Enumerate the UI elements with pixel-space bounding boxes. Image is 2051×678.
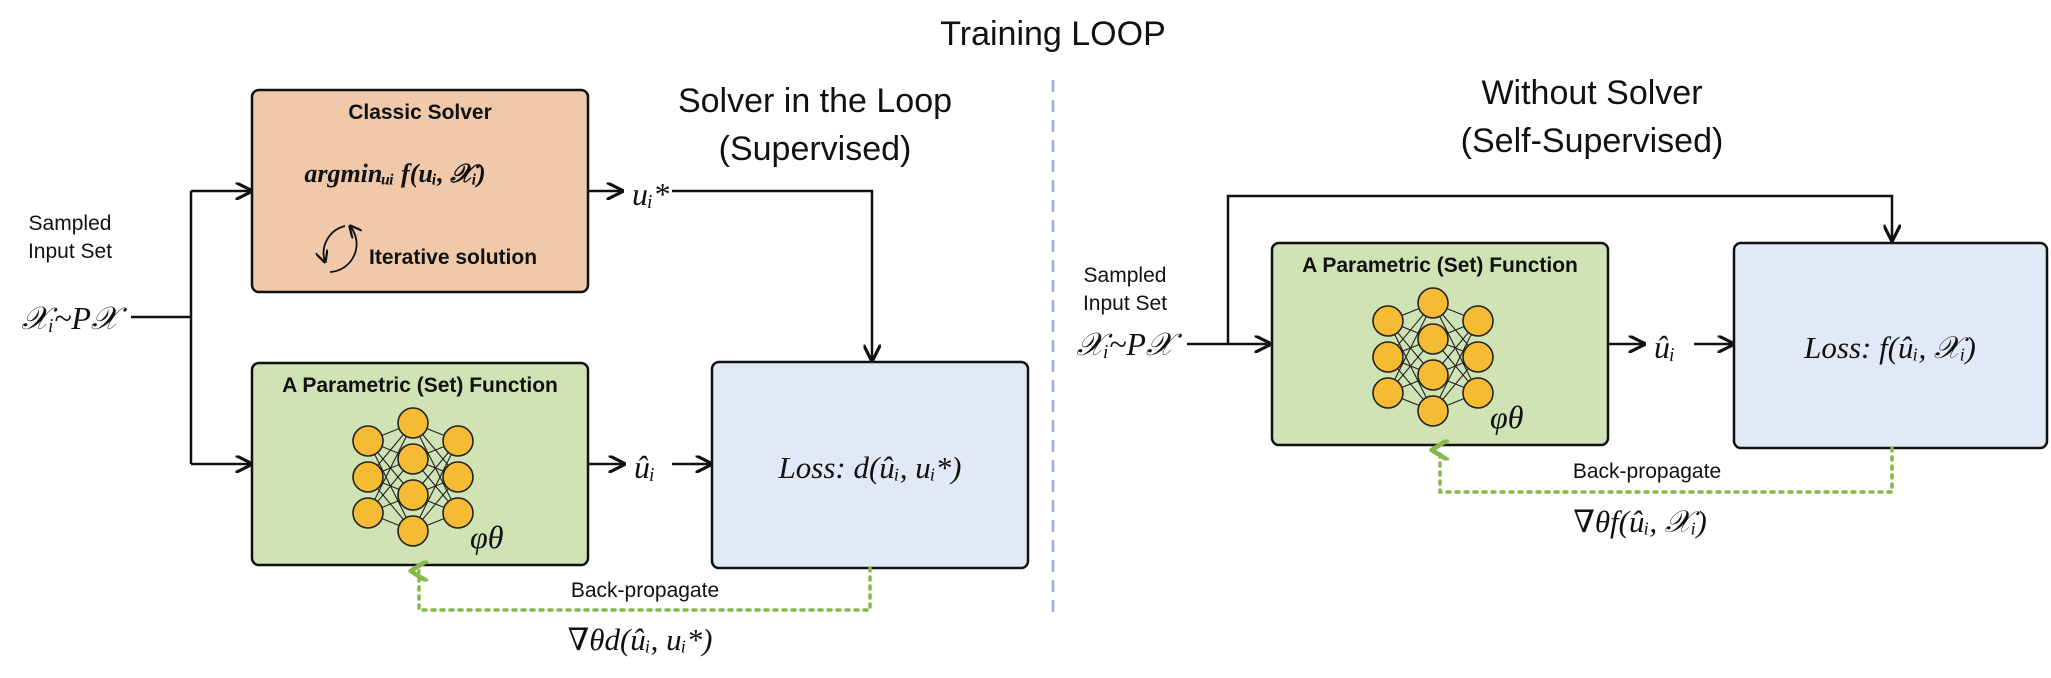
right-input-formula: 𝒳ᵢ~P𝒳 bbox=[1077, 326, 1183, 362]
left-input-label-line1: Sampled bbox=[29, 212, 112, 235]
right-nn-node bbox=[1417, 287, 1449, 319]
iterative-solution-label: Iterative solution bbox=[369, 246, 537, 269]
left-input-formula: 𝒳ᵢ~P𝒳 bbox=[22, 300, 128, 336]
right-nn-node bbox=[1372, 305, 1404, 337]
diagram-title: Training LOOP bbox=[940, 15, 1166, 53]
right-input-label-line1: Sampled bbox=[1084, 264, 1167, 287]
right-gradient-label: ∇θf(ûᵢ, 𝒳ᵢ) bbox=[1573, 504, 1707, 539]
left-panel: Solver in the Loop (Supervised) Sampled … bbox=[22, 82, 1030, 657]
right-net-output-label: ûᵢ bbox=[1654, 329, 1675, 365]
right-panel: Without Solver (Self-Supervised) Sampled… bbox=[1077, 74, 2049, 539]
right-heading-line2: (Self-Supervised) bbox=[1461, 122, 1724, 160]
right-nn-node bbox=[1372, 341, 1404, 373]
left-nn-node bbox=[397, 515, 429, 547]
solver-formula: argminᵤᵢ f(uᵢ, 𝒳ᵢ) bbox=[304, 159, 485, 188]
left-net-param: φθ bbox=[470, 519, 503, 555]
left-nn-node bbox=[442, 497, 474, 529]
right-nn-node bbox=[1417, 323, 1449, 355]
right-net-title: A Parametric (Set) Function bbox=[1302, 254, 1578, 277]
left-nn-edge bbox=[367, 422, 414, 514]
right-heading-line1: Without Solver bbox=[1481, 74, 1702, 112]
left-heading-line1: Solver in the Loop bbox=[678, 82, 952, 120]
right-nn-node bbox=[1417, 359, 1449, 391]
left-net-output-label: ûᵢ bbox=[634, 449, 655, 485]
left-nn-node bbox=[397, 407, 429, 439]
right-backprop-label: Back-propagate bbox=[1573, 460, 1721, 483]
left-nn-node bbox=[352, 461, 384, 493]
left-nn-node bbox=[352, 425, 384, 457]
left-loss-label: Loss: d(ûᵢ, uᵢ*) bbox=[778, 450, 962, 485]
right-nn-node bbox=[1462, 377, 1494, 409]
solver-title: Classic Solver bbox=[348, 101, 492, 124]
right-net-param: φθ bbox=[1490, 399, 1523, 435]
right-neural-net-icon bbox=[1372, 287, 1494, 427]
solver-output-label: uᵢ* bbox=[632, 176, 669, 212]
iterative-cycle-icon bbox=[324, 226, 357, 273]
left-nn-edge bbox=[412, 440, 459, 532]
right-nn-edge bbox=[1387, 302, 1434, 394]
right-nn-node bbox=[1462, 305, 1494, 337]
left-gradient-label: ∇θd(ûᵢ, uᵢ*) bbox=[568, 622, 713, 657]
right-input-label-line2: Input Set bbox=[1083, 292, 1167, 315]
left-heading-line2: (Supervised) bbox=[719, 130, 912, 168]
left-neural-net-icon bbox=[352, 407, 474, 547]
left-input-label-line2: Input Set bbox=[28, 240, 112, 263]
left-nn-node bbox=[442, 461, 474, 493]
right-nn-edge bbox=[1432, 320, 1479, 412]
left-backprop-label: Back-propagate bbox=[571, 579, 719, 602]
right-backprop-line bbox=[1440, 448, 1894, 494]
left-nn-node bbox=[442, 425, 474, 457]
arrow-input-to-right-loss bbox=[1226, 194, 1892, 344]
right-loss-label: Loss: f(ûᵢ, 𝒳ᵢ) bbox=[1803, 330, 1976, 365]
left-nn-node bbox=[397, 443, 429, 475]
arrow-solver-to-loss bbox=[672, 189, 872, 360]
left-nn-node bbox=[397, 479, 429, 511]
right-nn-node bbox=[1417, 395, 1449, 427]
right-nn-node bbox=[1462, 341, 1494, 373]
left-net-title: A Parametric (Set) Function bbox=[282, 374, 558, 397]
left-nn-node bbox=[352, 497, 384, 529]
left-backprop-line bbox=[419, 568, 872, 612]
right-nn-node bbox=[1372, 377, 1404, 409]
